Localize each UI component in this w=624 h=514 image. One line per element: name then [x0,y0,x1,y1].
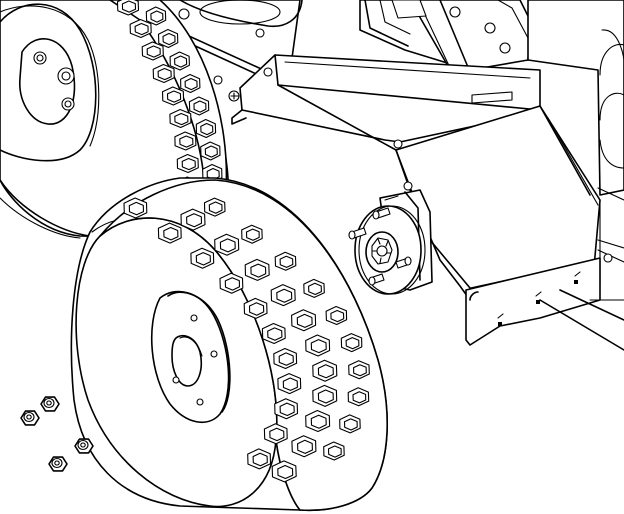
tread-lug-inner [310,414,327,429]
lug-nut-icon [40,396,60,412]
tread-lug-inner [181,157,196,171]
tread-lug-inner [345,337,360,350]
tread-lug-inner [296,313,313,328]
tread-lug-inner [343,418,358,431]
wheel-hub [348,181,433,295]
machine-frame [94,0,624,351]
tread-lug-inner [163,226,179,241]
tread-lug-inner [193,100,207,113]
tread-lug-inner [219,238,236,253]
tread-lug-inner [277,464,294,480]
tread-lug-inner [208,201,223,214]
tread-lug-inner [250,263,267,278]
tread-lug-inner [267,327,283,341]
tread-lug-inner [184,77,198,91]
tread-lug-inner [248,302,265,316]
tread-lug-inner [134,22,149,36]
tread-lug-inner [186,213,203,228]
tread-lug-inner [146,45,161,58]
tread-lug-inner [174,112,189,126]
tread-lug-inner [179,135,194,148]
tread-lug-inner [166,90,182,103]
lug-nuts [20,396,94,472]
tread-lug-inner [308,282,322,296]
tread-lug-inner [121,0,137,13]
tread-lug-inner [297,439,313,454]
tread-lug-inner [330,309,345,323]
tread-lug-inner [150,10,164,23]
tread-lug-inner [204,145,218,158]
tread-lug-inner [200,122,214,136]
tread-lug-inner [352,391,367,404]
tread-lug-inner [353,364,367,377]
lug-nut-icon [20,410,40,426]
front-wheel-tread [99,179,388,512]
tread-lug-inner [327,445,342,458]
tread-lug-inner [282,377,298,391]
tread-lug-inner [162,32,176,46]
tread-lug-inner [245,228,260,241]
tread-lug-inner [279,402,295,417]
tread-lug-inner [279,255,294,268]
wheel-studs [348,207,412,286]
lug-nut-icon [74,438,94,454]
tread-lug-inner [317,389,334,404]
tread-lug-inner [224,277,241,291]
tread-lug-inner [252,452,268,467]
tread-lug-inner [195,252,211,266]
tread-lug-inner [278,352,294,366]
tread-lug-inner [310,339,327,354]
tread-lug-inner [317,364,334,379]
lug-nut-icon [48,456,68,472]
tread-lug-inner [128,201,145,216]
tread-lug-inner [157,67,172,81]
tread-lug-inner [269,427,285,442]
tread-lug-inner [174,55,188,68]
tread-lug-inner [276,288,293,303]
